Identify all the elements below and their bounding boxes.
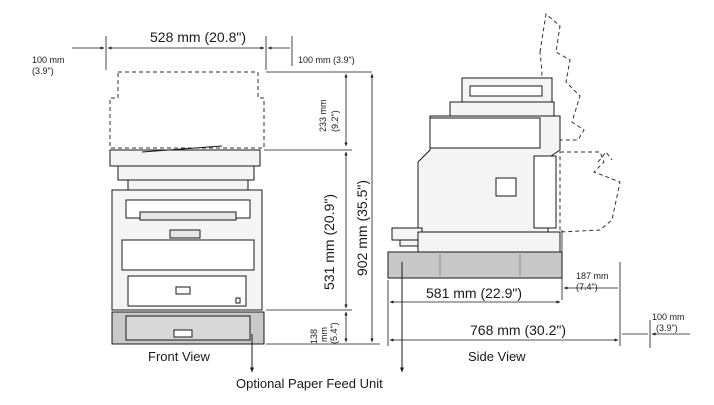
front-top-clearance-inch: (9.2") bbox=[330, 110, 340, 132]
front-dimension-lines bbox=[72, 36, 380, 345]
front-total-height-label: 902 mm (35.5") bbox=[354, 179, 370, 276]
side-dimension-lines bbox=[387, 230, 690, 348]
side-clearance-inch: (7.4") bbox=[576, 282, 598, 292]
front-view-machine bbox=[109, 71, 265, 311]
front-left-clearance-label: 100 mm bbox=[32, 55, 65, 65]
side-depth-total-label: 768 mm (30.2") bbox=[470, 322, 567, 338]
side-back-clearance-inch: (3.9") bbox=[656, 323, 678, 333]
front-top-clearance-label: 233 mm bbox=[318, 99, 328, 132]
front-paper-feed-unit bbox=[111, 311, 265, 345]
front-width-label: 528 mm (20.8") bbox=[150, 29, 247, 45]
front-right-clearance-label: 100 mm (3.9") bbox=[298, 55, 355, 65]
optional-paper-feed-unit-label: Optional Paper Feed Unit bbox=[236, 376, 383, 391]
side-clearance-label: 187 mm bbox=[576, 271, 609, 281]
side-paper-feed-unit bbox=[387, 251, 563, 279]
side-view-caption: Side View bbox=[468, 349, 526, 364]
side-view-machine bbox=[391, 77, 561, 253]
front-open-lid-outline bbox=[109, 71, 265, 149]
side-depth-main-label: 581 mm (22.9") bbox=[426, 285, 523, 301]
side-back-clearance-label: 100 mm bbox=[652, 312, 685, 322]
front-feeder-height-inch: (5.4") bbox=[329, 322, 339, 344]
front-view-caption: Front View bbox=[148, 349, 210, 364]
side-open-lid-outline bbox=[539, 13, 585, 141]
front-main-height-label: 531 mm (20.9") bbox=[321, 193, 337, 290]
front-feeder-height-unit: mm bbox=[319, 327, 329, 342]
side-open-door-outline bbox=[559, 151, 621, 233]
front-feeder-height-value: 138 bbox=[309, 328, 319, 344]
front-left-clearance-inch: (3.9") bbox=[32, 66, 54, 76]
